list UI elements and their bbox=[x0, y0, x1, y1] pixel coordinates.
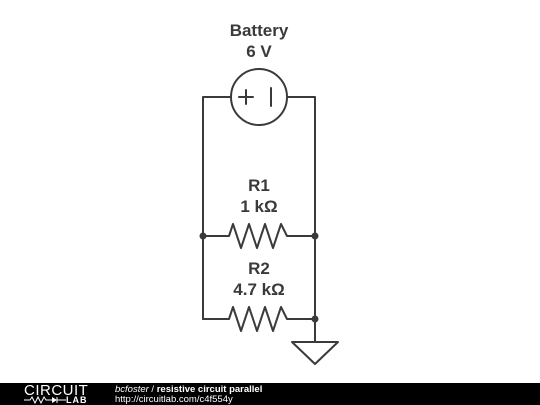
footer-bar: CIRCUIT LAB bcfoster / resistive circuit… bbox=[0, 383, 540, 405]
circuitlab-logo-resistor-icon bbox=[24, 396, 66, 404]
circuitlab-logo-text[interactable]: CIRCUIT bbox=[24, 382, 89, 399]
r1-value: 1 kΩ bbox=[240, 197, 278, 216]
junction-r1-right bbox=[311, 232, 319, 240]
credit-separator: / bbox=[148, 384, 157, 395]
circuit-title[interactable]: resistive circuit parallel bbox=[156, 384, 263, 395]
circuit-credit: bcfoster / resistive circuit parallel bbox=[115, 384, 262, 395]
junction-r1-left bbox=[199, 232, 207, 240]
wire-top-right bbox=[286, 96, 316, 237]
r2-name: R2 bbox=[248, 259, 270, 278]
circuitlab-logo-lab: LAB bbox=[66, 395, 88, 405]
circuit-url[interactable]: http://circuitlab.com/c4f554y bbox=[115, 394, 233, 405]
circuit-schematic bbox=[199, 68, 339, 365]
r1-name: R1 bbox=[248, 176, 270, 195]
r2-value: 4.7 kΩ bbox=[233, 280, 285, 299]
ground-symbol bbox=[291, 341, 339, 365]
junction-r2-right bbox=[311, 315, 319, 323]
battery-label: Battery bbox=[229, 21, 289, 40]
author-link[interactable]: bcfoster bbox=[115, 384, 149, 395]
battery-voltage: 6 V bbox=[246, 42, 272, 61]
resistor-r2 bbox=[202, 306, 316, 332]
wire-top-left bbox=[202, 96, 232, 237]
resistor-r1 bbox=[202, 223, 316, 249]
